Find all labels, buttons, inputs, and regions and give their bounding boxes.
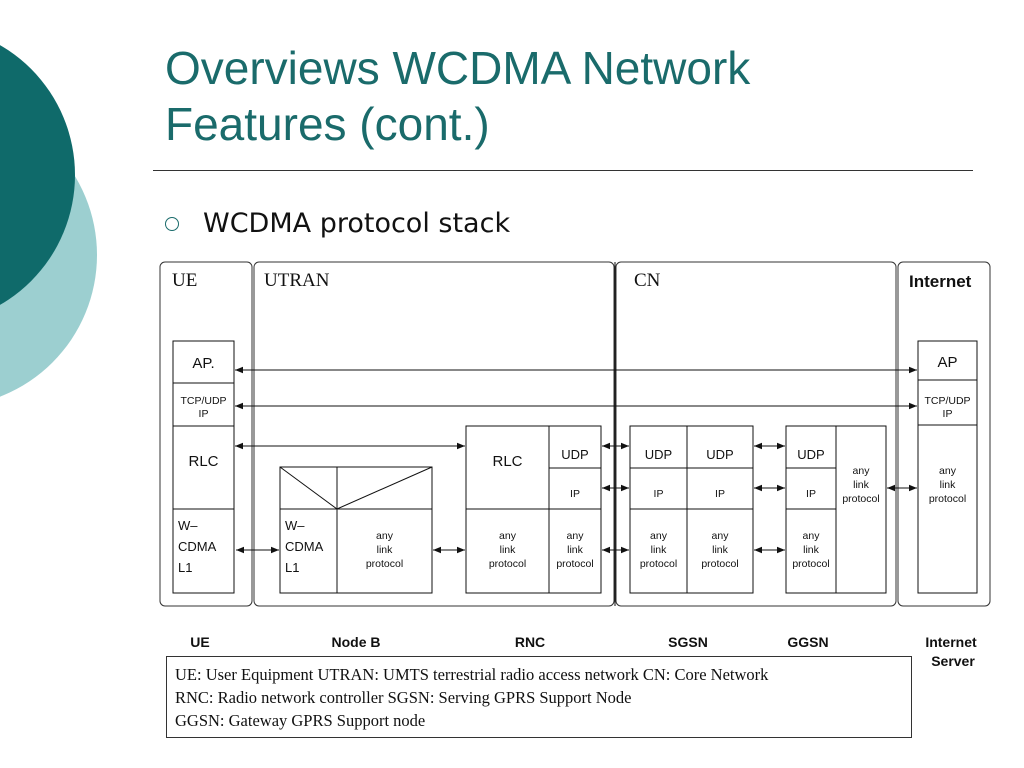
ue-tcp-ip-layer xyxy=(172,382,235,427)
nodeb-diagonal-right xyxy=(336,466,433,510)
caption-rnc: RNC xyxy=(515,634,545,650)
bullet-text: WCDMA protocol stack xyxy=(203,208,511,239)
ue-ip-label: IP xyxy=(199,408,209,420)
sgsn-link-left-label-3: protocol xyxy=(640,558,677,570)
page-title: Overviews WCDMA Network Features (cont.) xyxy=(165,40,985,152)
rnc-link-layer-left xyxy=(465,508,550,594)
sgsn-link-right-label-3: protocol xyxy=(701,558,738,570)
cn-region-frame xyxy=(615,261,897,607)
nodeb-wcdma-l1-label-1: W– xyxy=(285,518,305,533)
caption-internet-server-2: Server xyxy=(931,653,975,669)
nodeb-link-label-1: any xyxy=(376,530,394,542)
ue-ap-layer xyxy=(172,340,235,384)
caption-ggsn: GGSN xyxy=(787,634,828,650)
sgsn-link-right-label-1: any xyxy=(712,530,730,542)
rnc-link-right-label-3: protocol xyxy=(556,558,593,570)
rnc-link-left-label-3: protocol xyxy=(489,558,526,570)
ggsn-link-left-label-2: link xyxy=(803,544,820,556)
ue-wcdma-l1-label-2: CDMA xyxy=(178,539,217,554)
nodeb-link-layer xyxy=(336,508,433,594)
decorative-circles xyxy=(0,45,97,397)
title-line-2: Features (cont.) xyxy=(165,98,490,150)
region-label-cn: CN xyxy=(634,270,661,291)
caption-node-b: Node B xyxy=(332,634,381,650)
sgsn-link-layer-right xyxy=(686,508,754,594)
caption-ue: UE xyxy=(190,634,209,650)
nodeb-wcdma-l1-label-3: L1 xyxy=(285,560,299,575)
sgsn-ip-left-label: IP xyxy=(654,488,664,500)
sgsn-link-left-label-2: link xyxy=(651,544,668,556)
internet-region-frame xyxy=(897,261,991,607)
ggsn-link-left-label-1: any xyxy=(803,530,821,542)
legend-line-3: GGSN: Gateway GPRS Support node xyxy=(175,711,426,730)
ggsn-link-right-label-1: any xyxy=(853,465,871,477)
internet-tcp-udp-label: TCP/UDP xyxy=(924,395,970,407)
hollow-circle-bullet-icon xyxy=(165,216,179,231)
internet-ap-layer xyxy=(917,340,978,381)
ue-wcdma-l1-label-1: W– xyxy=(178,518,198,533)
rnc-rlc-layer xyxy=(465,425,550,510)
sgsn-ip-right-label: IP xyxy=(715,488,725,500)
region-label-utran: UTRAN xyxy=(264,270,330,291)
internet-link-layer xyxy=(917,424,978,594)
utran-region-frame xyxy=(253,261,615,607)
rnc-ip-layer xyxy=(548,467,602,510)
caption-internet-server-1: Internet xyxy=(925,634,977,650)
internet-link-label-3: protocol xyxy=(929,493,966,505)
ggsn-udp-layer xyxy=(785,425,837,469)
title-line-1: Overviews WCDMA Network xyxy=(165,42,751,94)
nodeb-wcdma-l1-label-2: CDMA xyxy=(285,539,324,554)
sgsn-link-left-label-1: any xyxy=(650,530,668,542)
nodeb-link-label-2: link xyxy=(377,544,394,556)
sgsn-udp-left-label: UDP xyxy=(645,447,672,462)
bullet-item: WCDMA protocol stack xyxy=(165,208,510,239)
internet-ap-label: AP xyxy=(937,354,957,371)
ggsn-link-right-label-2: link xyxy=(853,479,870,491)
ggsn-link-layer-left xyxy=(785,508,837,594)
sgsn-ip-layer-right xyxy=(686,467,754,510)
dark-teal-circle xyxy=(0,45,75,305)
ue-wcdma-l1-layer xyxy=(172,508,235,594)
caption-sgsn: SGSN xyxy=(668,634,708,650)
ue-rlc-label: RLC xyxy=(188,453,218,470)
ggsn-link-layer-right xyxy=(835,425,887,594)
rnc-link-layer-right xyxy=(548,508,602,594)
ue-region-frame xyxy=(159,261,253,607)
ggsn-link-left-label-3: protocol xyxy=(792,558,829,570)
sgsn-link-right-label-2: link xyxy=(712,544,729,556)
ue-ap-label: AP. xyxy=(192,355,214,372)
legend-box: UE: User Equipment UTRAN: UMTS terrestri… xyxy=(166,656,912,738)
ggsn-udp-label: UDP xyxy=(797,447,824,462)
legend-line-2: RNC: Radio network controller SGSN: Serv… xyxy=(175,688,632,707)
nodeb-wcdma-l1-layer xyxy=(279,508,338,594)
rnc-link-right-label-2: link xyxy=(567,544,584,556)
rnc-link-right-label-1: any xyxy=(567,530,585,542)
internet-link-label-2: link xyxy=(940,479,957,491)
sgsn-udp-layer-right xyxy=(686,425,754,469)
rnc-link-left-label-1: any xyxy=(499,530,517,542)
ue-tcp-udp-label: TCP/UDP xyxy=(180,395,226,407)
legend-line-1: UE: User Equipment UTRAN: UMTS terrestri… xyxy=(175,665,769,684)
rnc-udp-label: UDP xyxy=(561,447,588,462)
rnc-ip-label: IP xyxy=(570,488,580,500)
ue-wcdma-l1-label-3: L1 xyxy=(178,560,192,575)
ue-rlc-layer xyxy=(172,425,235,510)
ggsn-link-right-label-3: protocol xyxy=(842,493,879,505)
region-label-ue: UE xyxy=(172,270,197,291)
rnc-rlc-label: RLC xyxy=(492,453,522,470)
sgsn-link-layer-left xyxy=(629,508,688,594)
internet-link-label-1: any xyxy=(939,465,957,477)
region-label-internet: Internet xyxy=(909,272,972,291)
rnc-udp-layer xyxy=(548,425,602,469)
sgsn-udp-right-label: UDP xyxy=(706,447,733,462)
nodeb-link-label-3: protocol xyxy=(366,558,403,570)
sgsn-udp-layer-left xyxy=(629,425,688,469)
title-divider xyxy=(153,170,973,171)
rnc-link-left-label-2: link xyxy=(500,544,517,556)
nodeb-diagonal-left xyxy=(279,466,338,510)
internet-ip-label: IP xyxy=(943,408,953,420)
ggsn-ip-label: IP xyxy=(806,488,816,500)
